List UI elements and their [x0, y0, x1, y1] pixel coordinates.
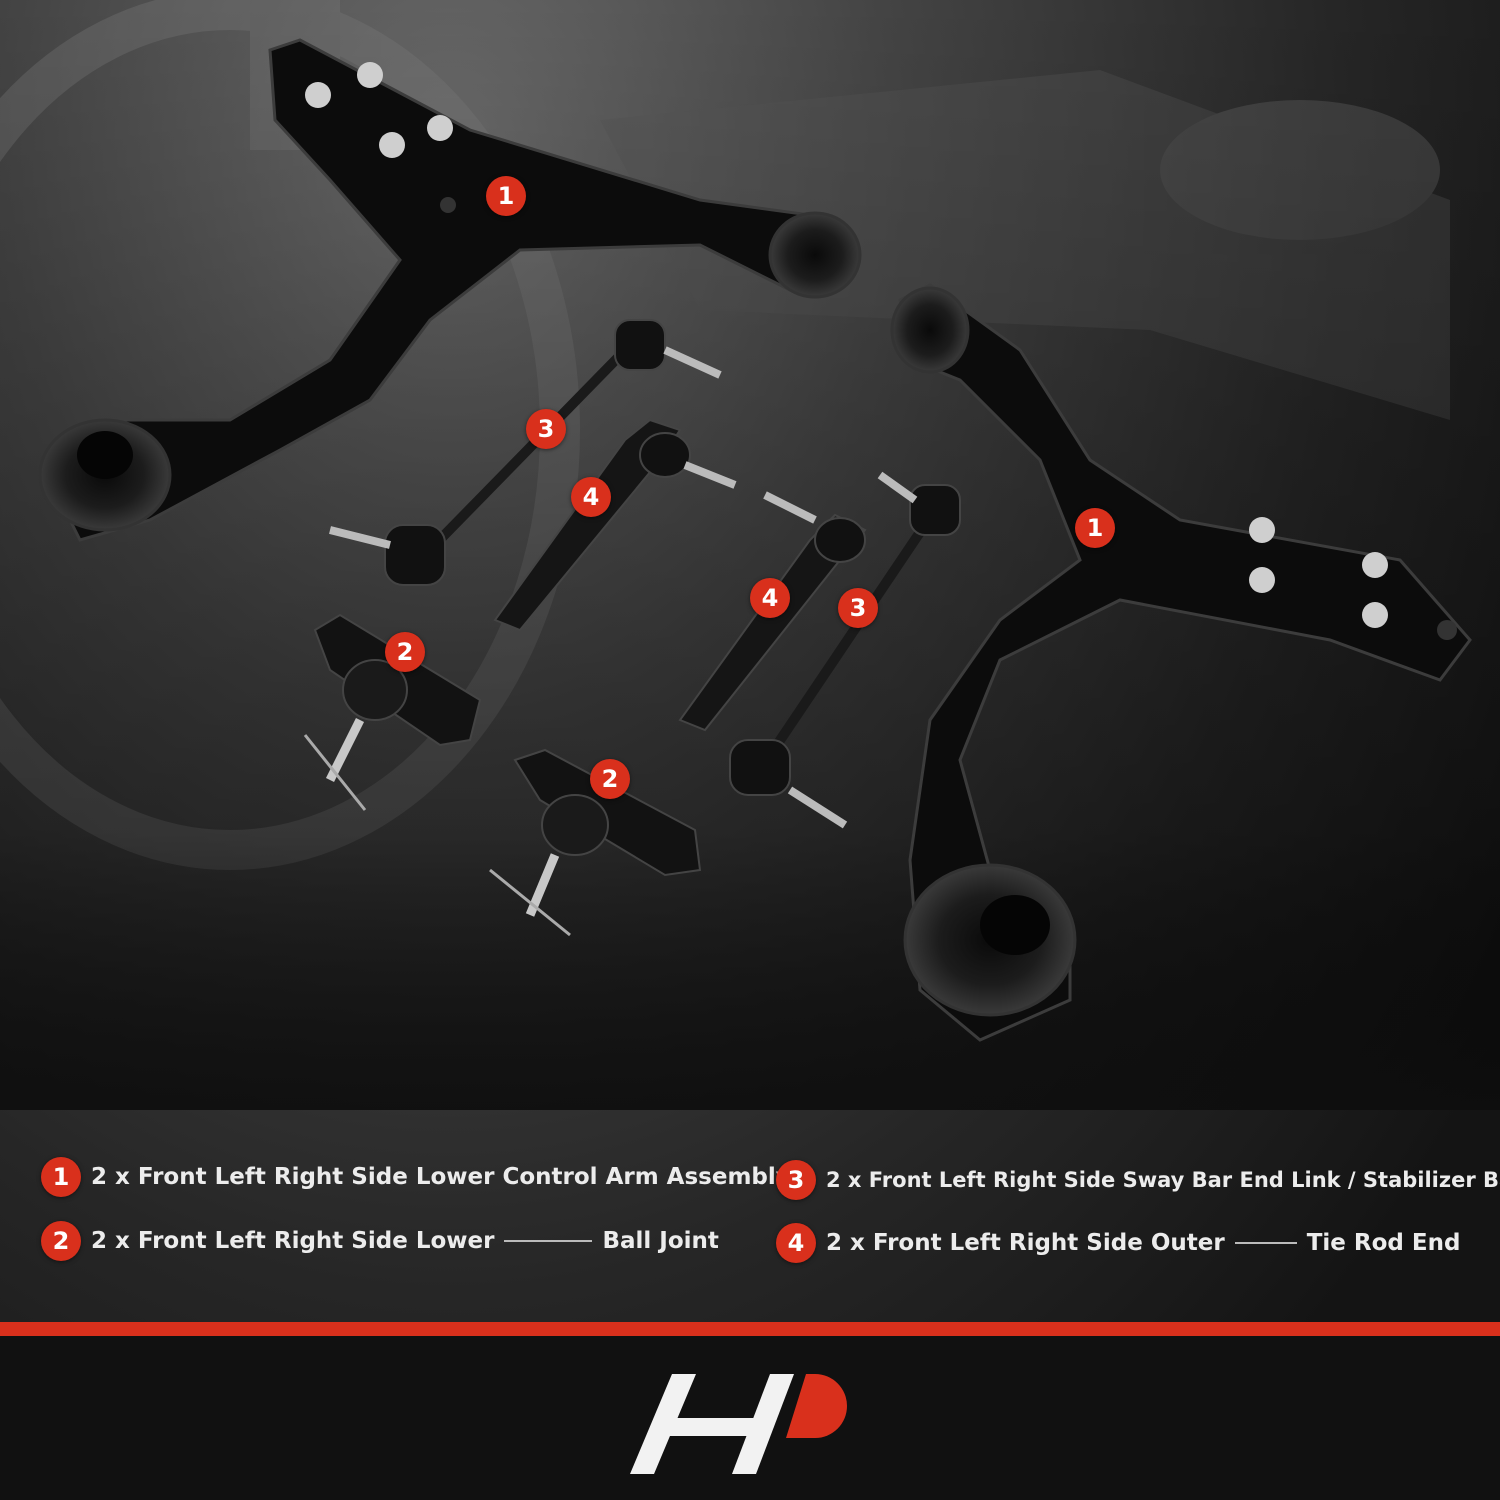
brand-logo-icon	[630, 1374, 847, 1474]
callout-badge-3a: 3	[526, 409, 566, 449]
legend-text-4b: Tie Rod End	[1306, 1230, 1461, 1256]
callout-badge-2b: 2	[590, 759, 630, 799]
legend-text-4a: 2 x Front Left Right Side Outer	[826, 1230, 1225, 1256]
legend-divider-4	[1234, 1242, 1297, 1244]
accent-divider	[0, 1322, 1500, 1336]
legend-badge-3: 3	[776, 1160, 816, 1200]
legend-item-2: 2 2 x Front Left Right Side Lower Ball J…	[41, 1221, 719, 1261]
legend-item-1: 1 2 x Front Left Right Side Lower Contro…	[41, 1157, 791, 1197]
callout-badge-1b: 1	[1075, 508, 1115, 548]
ball-joint-lower	[489, 748, 702, 937]
legend-badge-2: 2	[41, 1221, 81, 1261]
legend-text-3: 2 x Front Left Right Side Sway Bar End L…	[826, 1168, 1500, 1192]
legend-badge-4: 4	[776, 1223, 816, 1263]
sway-bar-link-right	[729, 471, 961, 829]
tie-rod-end-right	[678, 491, 867, 732]
parts-photo	[0, 0, 1500, 1110]
callout-badge-4a: 4	[571, 477, 611, 517]
left-control-arm	[38, 38, 862, 542]
callout-badge-4b: 4	[750, 578, 790, 618]
legend-item-4: 4 2 x Front Left Right Side Outer Tie Ro…	[776, 1223, 1460, 1263]
callout-badge-3b: 3	[838, 588, 878, 628]
legend-text-1: 2 x Front Left Right Side Lower Control …	[91, 1164, 791, 1190]
legend-divider-2	[504, 1240, 593, 1242]
legend-text-2b: Ball Joint	[602, 1228, 719, 1254]
right-control-arm	[890, 283, 1472, 1042]
callout-badge-2a: 2	[385, 632, 425, 672]
legend-badge-1: 1	[41, 1157, 81, 1197]
ball-joint-upper	[303, 613, 482, 811]
callout-badge-1a: 1	[486, 176, 526, 216]
legend-text-2a: 2 x Front Left Right Side Lower	[91, 1228, 495, 1254]
sway-bar-link-left	[329, 319, 722, 586]
legend-item-3: 3 2 x Front Left Right Side Sway Bar End…	[776, 1160, 1500, 1200]
tie-rod-end-left	[493, 418, 737, 632]
